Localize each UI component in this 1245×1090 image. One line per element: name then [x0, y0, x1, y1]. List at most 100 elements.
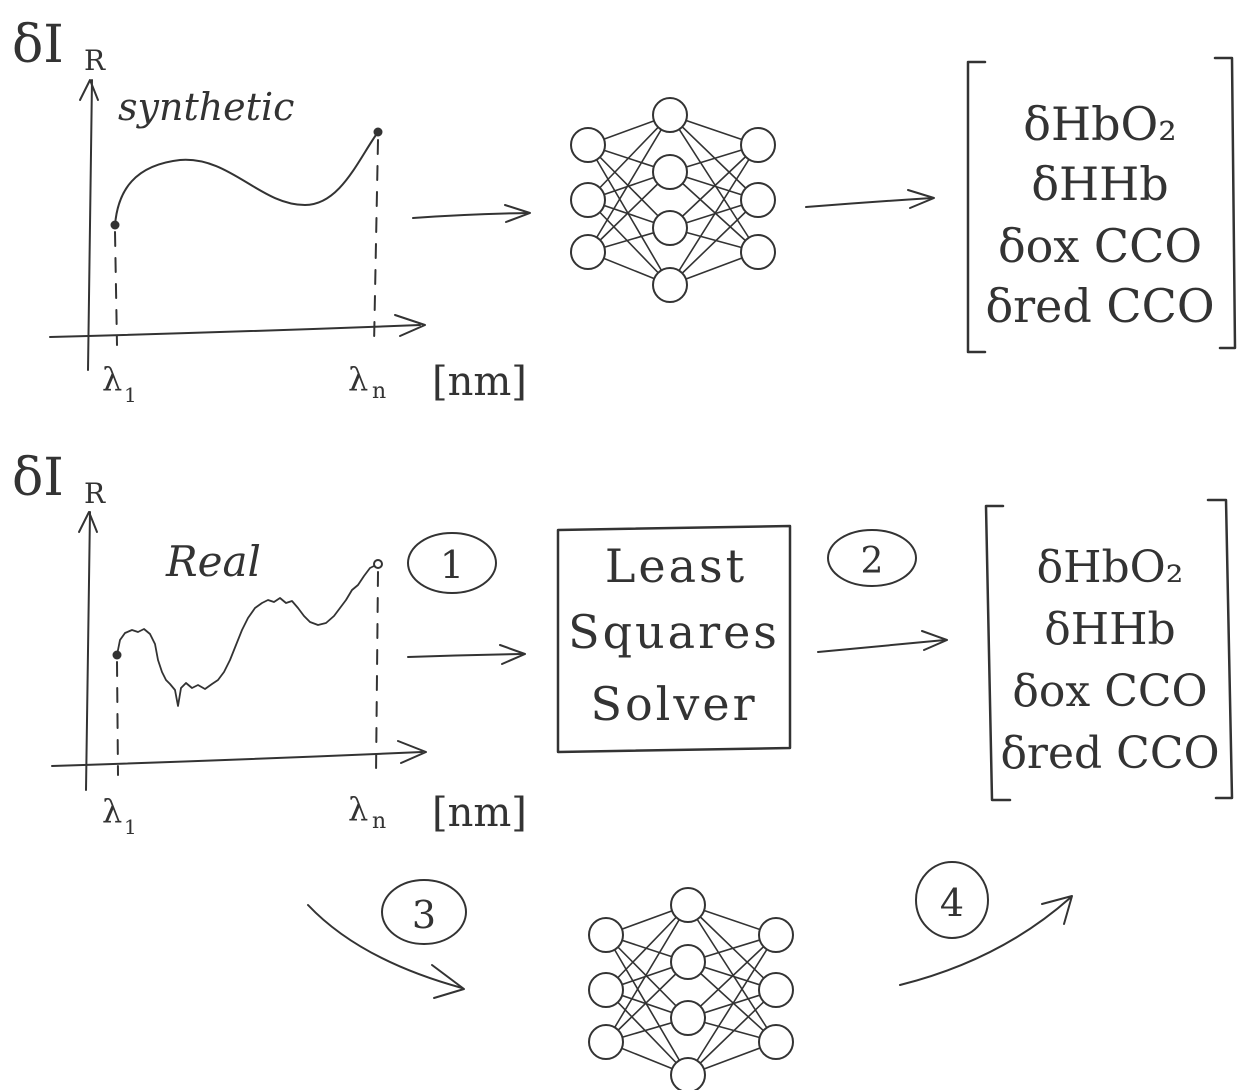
top-start-point [110, 220, 120, 230]
top-x-axis [49, 324, 421, 338]
solver-box-border [556, 524, 792, 754]
nn-bottom-edge-0-1-0 [605, 904, 689, 991]
real-spectrum-curve [116, 563, 379, 707]
synthetic-spectrum-curve [114, 131, 379, 226]
nn-top-node-1-3 [652, 267, 688, 303]
bottom-x-axis [51, 751, 423, 767]
bottom-x-tick-end: λ [348, 790, 368, 828]
top-y-axis-label-sub: R [84, 44, 106, 77]
nn-bottom-node-1-3 [670, 1057, 706, 1090]
nn-bottom-edge-0-2-0 [605, 904, 689, 1043]
nn-bottom-edge-0-2-1 [605, 961, 689, 1043]
nn-bottom-edge-1-3-0 [687, 934, 777, 1076]
step-3-arrow [307, 904, 463, 989]
bottom-output-redcco: δred CCO [1000, 728, 1219, 779]
nn-top-edge-0-2-1 [587, 171, 671, 253]
nn-bottom-edge-1-2-0 [687, 934, 777, 1019]
nn-bottom-edge-1-0-1 [687, 904, 777, 991]
nn-bottom-node-0-1 [588, 972, 624, 1008]
step-4-label: 4 [940, 881, 964, 925]
top-x-unit: [nm] [432, 359, 527, 405]
top-left-bracket [966, 60, 987, 354]
nn-top-edge-1-0-2 [669, 114, 759, 253]
step-4-arrowhead [1041, 895, 1073, 925]
bottom-y-axis-label: δI [12, 448, 64, 508]
bottom-x-unit: [nm] [432, 790, 527, 836]
step-3-arrowhead [431, 964, 465, 999]
nn-bottom-edge-1-0-2 [687, 904, 777, 1043]
top-y-axis-arrowhead [79, 79, 99, 101]
top-end-dashed-line [373, 139, 379, 346]
bottom-input-arrow [407, 653, 523, 658]
nn-bottom-node-1-0 [670, 887, 706, 923]
bottom-x-tick-start: λ [102, 792, 122, 830]
bottom-spectrum-plot: δI R Real λ 1 λ n [nm] [12, 448, 527, 839]
bottom-end-dashed-line [375, 571, 379, 776]
step-4-arrow [899, 897, 1071, 986]
nn-top-node-0-1 [570, 182, 606, 218]
neural-network-icon-bottom [588, 887, 794, 1090]
nn-top-node-1-2 [652, 210, 688, 246]
top-start-dashed-line [114, 231, 118, 346]
top-output-hbo2: δHbO₂ [1023, 97, 1176, 151]
nn-top-node-2-2 [740, 234, 776, 270]
nn-top-edge-0-2-0 [587, 114, 671, 253]
bottom-output-arrowhead [921, 630, 948, 651]
nn-top-edge-1-3-0 [669, 144, 759, 286]
nn-top-edge-0-1-3 [587, 199, 671, 286]
nn-bottom-node-2-2 [758, 1024, 794, 1060]
top-y-axis-label: δI [12, 15, 64, 75]
nn-top-node-1-0 [652, 97, 688, 133]
nn-bottom-node-1-1 [670, 944, 706, 980]
neural-network-icon [570, 97, 776, 303]
bottom-y-axis-arrowhead [78, 511, 98, 533]
nn-top-node-2-1 [740, 182, 776, 218]
nn-top-node-0-2 [570, 234, 606, 270]
least-squares-solver-box: Least Squares Solver [556, 524, 792, 754]
top-spectrum-plot: δI R synthetic λ 1 λ n [nm] [12, 15, 527, 407]
nn-bottom-edge-0-1-3 [605, 989, 689, 1076]
nn-top-node-0-0 [570, 127, 606, 163]
top-input-arrow [412, 212, 529, 219]
nn-top-edge-1-0-1 [669, 114, 759, 201]
solver-label-line-2: Squares [568, 605, 780, 659]
nn-top-edge-0-0-3 [587, 144, 671, 286]
step-3-label: 3 [412, 893, 436, 937]
nn-bottom-node-0-0 [588, 917, 624, 953]
bottom-y-axis-label-sub: R [84, 477, 106, 510]
bottom-output-arrow [817, 639, 946, 653]
step-1-badge: 1 [407, 532, 497, 594]
nn-bottom-edge-1-1-2 [687, 961, 777, 1043]
bottom-input-arrowhead [499, 644, 526, 665]
nn-bottom-edge-1-3-1 [687, 989, 777, 1076]
bottom-start-dashed-line [116, 661, 119, 776]
top-x-axis-arrowhead [394, 314, 426, 337]
bottom-curve-label: Real [165, 537, 261, 586]
bottom-y-axis [85, 511, 91, 791]
nn-bottom-node-1-2 [670, 1000, 706, 1036]
nn-top-edge-1-1-2 [669, 171, 759, 253]
nn-bottom-node-0-2 [588, 1024, 624, 1060]
top-output-arrowhead [907, 189, 935, 209]
bottom-x-tick-end-sub: n [372, 809, 386, 834]
nn-top-node-2-0 [740, 127, 776, 163]
top-output-hhb: δHHb [1031, 157, 1168, 211]
top-x-tick-start: λ [102, 360, 122, 398]
bottom-x-axis-arrowhead [397, 740, 427, 764]
nn-top-edge-1-2-0 [669, 144, 759, 229]
bottom-start-point [112, 650, 122, 660]
step-2-badge: 2 [827, 529, 917, 587]
bottom-end-point [373, 559, 383, 569]
top-input-arrowhead [504, 204, 531, 223]
bottom-output-vector: δHbO₂ δHHb δox CCO δred CCO [984, 498, 1234, 802]
bottom-right-bracket [1206, 498, 1234, 800]
nn-top-edge-0-1-0 [587, 114, 671, 201]
top-output-redcco: δred CCO [985, 279, 1214, 333]
bottom-left-bracket [984, 504, 1012, 802]
bottom-x-tick-start-sub: 1 [124, 815, 137, 839]
top-output-vector: δHbO₂ δHHb δox CCO δred CCO [966, 56, 1237, 354]
nn-bottom-edge-0-0-3 [605, 934, 689, 1076]
top-end-point [373, 127, 383, 137]
nn-bottom-node-2-0 [758, 917, 794, 953]
